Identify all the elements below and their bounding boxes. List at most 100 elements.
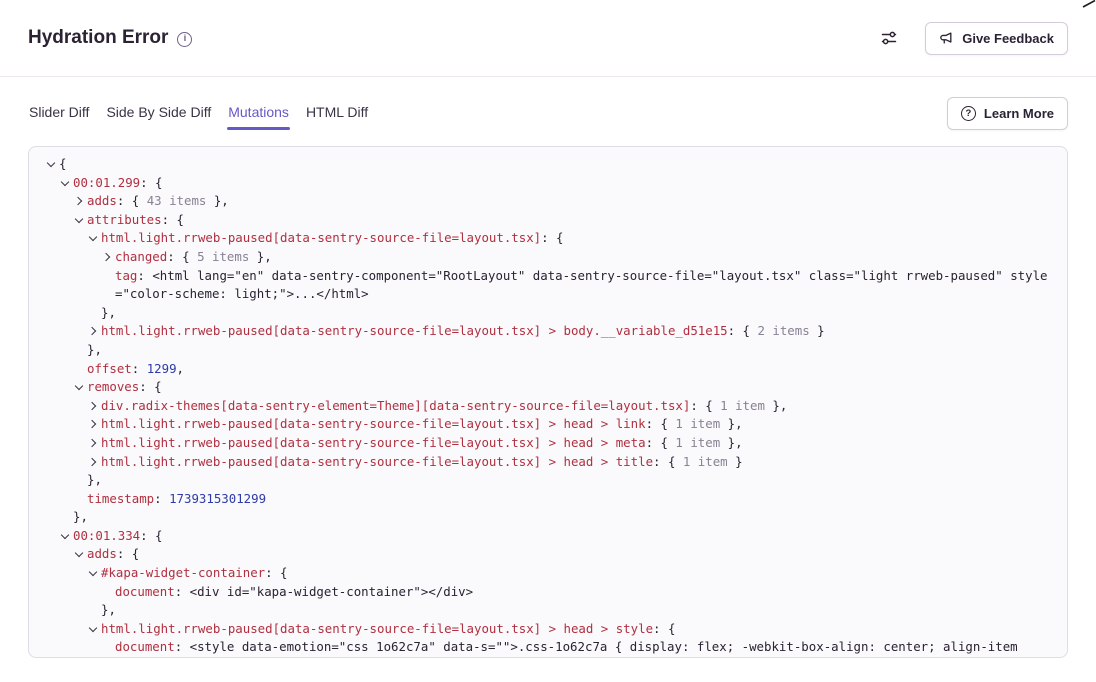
tree-line-content: timestamp: 1739315301299 (87, 490, 1051, 509)
mutations-panel[interactable]: {00:01.299: {adds: { 43 items },attribut… (28, 146, 1068, 658)
tree-line[interactable]: html.light.rrweb-paused[data-sentry-sour… (45, 415, 1051, 434)
token-key: html.light.rrweb-paused[data-sentry-sour… (101, 230, 541, 245)
token-key: 00:01.334 (73, 528, 140, 543)
chevron-right-icon[interactable] (87, 434, 101, 453)
tree-line[interactable]: removes: { (45, 378, 1051, 397)
tree-line: }, (45, 341, 1051, 360)
chevron-down-icon[interactable] (73, 545, 87, 564)
tree-line[interactable]: html.light.rrweb-paused[data-sentry-sour… (45, 620, 1051, 639)
tree-line[interactable]: 00:01.334: { (45, 527, 1051, 546)
token-key: adds (87, 193, 117, 208)
token-meta: 5 items (197, 249, 249, 264)
tab-html-diff[interactable]: HTML Diff (305, 97, 369, 130)
tree-line[interactable]: html.light.rrweb-paused[data-sentry-sour… (45, 434, 1051, 453)
chevron-down-icon[interactable] (59, 174, 73, 193)
chevron-down-icon[interactable] (87, 564, 101, 583)
tree-line[interactable]: 00:01.299: { (45, 174, 1051, 193)
token-html: <div id="kapa-widget-container"></div> (190, 584, 473, 599)
tree-line[interactable]: attributes: { (45, 211, 1051, 230)
tree-line[interactable]: div.radix-themes[data-sentry-element=The… (45, 397, 1051, 416)
token-punct: : { (117, 546, 139, 561)
tab-mutations[interactable]: Mutations (227, 97, 290, 130)
chevron-right-icon[interactable] (87, 453, 101, 472)
token-key: html.light.rrweb-paused[data-sentry-sour… (101, 621, 653, 636)
tree-line-content: html.light.rrweb-paused[data-sentry-sour… (101, 415, 1051, 434)
token-meta: 1 item (683, 454, 728, 469)
tree-line: }, (45, 508, 1051, 527)
indent-spacer (87, 601, 101, 620)
indent-spacer (101, 638, 115, 657)
token-html: <style data-emotion="css 1o62c7a" data-s… (190, 639, 1018, 654)
tree-line: }, (45, 304, 1051, 323)
tree-line-content: html.light.rrweb-paused[data-sentry-sour… (101, 322, 1051, 341)
tree-line[interactable]: { (45, 155, 1051, 174)
token-meta: 1 item (675, 435, 720, 450)
preferences-sliders-button[interactable] (877, 26, 901, 50)
tree-line-content: }, (87, 341, 1051, 360)
indent-spacer (73, 360, 87, 379)
tree-line-content: adds: { 43 items }, (87, 192, 1051, 211)
token-punct: : { (690, 398, 720, 413)
tree-line[interactable]: adds: { 43 items }, (45, 192, 1051, 211)
tree-line-content: 00:01.299: { (73, 174, 1051, 193)
tree-line[interactable]: #kapa-widget-container: { (45, 564, 1051, 583)
token-key: div.radix-themes[data-sentry-element=The… (101, 398, 690, 413)
tree-line-content: adds: { (87, 545, 1051, 564)
tree-line[interactable]: changed: { 5 items }, (45, 248, 1051, 267)
token-key: document (115, 584, 175, 599)
tab-side-by-side-diff[interactable]: Side By Side Diff (105, 97, 212, 130)
tree-line: offset: 1299, (45, 360, 1051, 379)
token-punct: }, (249, 249, 271, 264)
token-meta: 2 items (757, 323, 809, 338)
tree-line-content: html.light.rrweb-paused[data-sentry-sour… (101, 453, 1051, 472)
chevron-down-icon[interactable] (73, 211, 87, 230)
give-feedback-button[interactable]: Give Feedback (925, 22, 1068, 55)
token-key: offset (87, 361, 132, 376)
token-punct: }, (720, 435, 742, 450)
indent-spacer (73, 471, 87, 490)
chevron-right-icon[interactable] (87, 415, 101, 434)
tree-line: }, (45, 601, 1051, 620)
token-num: 1739315301299 (169, 491, 266, 506)
token-punct: : { (646, 435, 676, 450)
chevron-right-icon[interactable] (87, 397, 101, 416)
chevron-right-icon[interactable] (87, 322, 101, 341)
info-icon[interactable]: i (177, 32, 192, 47)
mutations-tree: {00:01.299: {adds: { 43 items },attribut… (45, 155, 1051, 657)
token-meta: 1 item (720, 398, 765, 413)
tree-line[interactable]: html.light.rrweb-paused[data-sentry-sour… (45, 322, 1051, 341)
token-key: html.light.rrweb-paused[data-sentry-sour… (101, 323, 728, 338)
token-punct: : { (265, 565, 287, 580)
chevron-down-icon[interactable] (59, 527, 73, 546)
tree-line-content: document: <style data-emotion="css 1o62c… (115, 638, 1051, 657)
screen-corner-artifact (1082, 0, 1096, 8)
tree-line: }, (45, 471, 1051, 490)
tab-slider-diff[interactable]: Slider Diff (28, 97, 90, 130)
tree-line[interactable]: adds: { (45, 545, 1051, 564)
token-punct: : { (653, 621, 675, 636)
token-punct: { (59, 156, 66, 171)
token-punct: : { (541, 230, 563, 245)
indent-spacer (73, 490, 87, 509)
indent-spacer (87, 304, 101, 323)
chevron-down-icon[interactable] (45, 155, 59, 174)
question-icon: ? (961, 106, 976, 121)
tree-line-content: }, (87, 471, 1051, 490)
header-actions: Give Feedback (877, 22, 1068, 55)
give-feedback-label: Give Feedback (962, 31, 1054, 46)
chevron-down-icon[interactable] (87, 229, 101, 248)
chevron-down-icon[interactable] (87, 620, 101, 639)
token-punct: : (137, 268, 152, 283)
chevron-down-icon[interactable] (73, 378, 87, 397)
learn-more-button[interactable]: ? Learn More (947, 97, 1068, 130)
token-meta: 1 item (675, 416, 720, 431)
chevron-right-icon[interactable] (101, 248, 115, 267)
tree-line[interactable]: html.light.rrweb-paused[data-sentry-sour… (45, 453, 1051, 472)
tree-line[interactable]: html.light.rrweb-paused[data-sentry-sour… (45, 229, 1051, 248)
page-title: Hydration Error (28, 27, 168, 49)
tree-line-content: offset: 1299, (87, 360, 1051, 379)
token-punct: }, (73, 509, 88, 524)
chevron-right-icon[interactable] (73, 192, 87, 211)
token-punct: : { (653, 454, 683, 469)
token-punct: : { (728, 323, 758, 338)
